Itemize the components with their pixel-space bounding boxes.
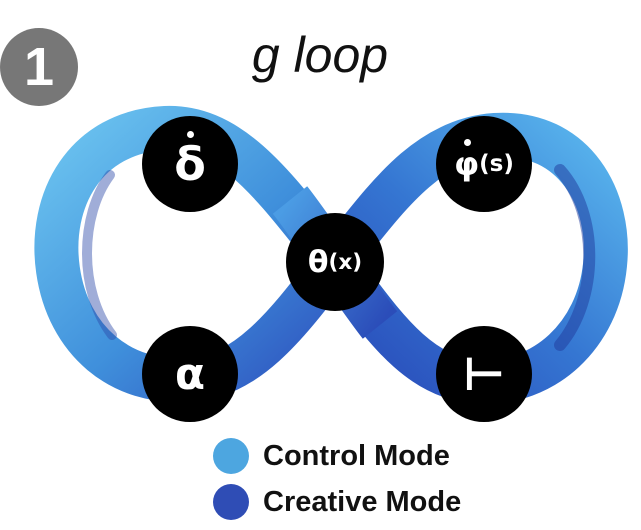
- diagram-title: g loop: [251, 27, 389, 83]
- alpha-symbol: α: [174, 348, 206, 400]
- legend-item-creative: Creative Mode: [213, 484, 461, 520]
- phi-subscript: (s): [479, 151, 514, 177]
- step-number: 1: [23, 37, 55, 97]
- theta-subscript: (x): [328, 249, 363, 275]
- tack-symbol: ⊢: [462, 347, 506, 401]
- node-phi: φ(s): [436, 116, 532, 212]
- legend-label-control: Control Mode: [263, 439, 450, 472]
- node-delta: δ: [142, 116, 238, 212]
- node-theta: θ(x): [286, 213, 384, 311]
- step-number-badge: 1: [0, 28, 78, 106]
- node-alpha: α: [142, 326, 238, 422]
- node-tack: ⊢: [436, 326, 532, 422]
- loop-left-highlight: [82, 170, 117, 340]
- legend-item-control: Control Mode: [213, 438, 450, 474]
- legend-label-creative: Creative Mode: [263, 485, 462, 518]
- delta-symbol: δ: [174, 131, 206, 191]
- theta-symbol: θ: [307, 244, 329, 280]
- loop-right-highlight: [554, 164, 596, 351]
- legend-swatch-creative: [213, 484, 249, 520]
- phi-symbol: φ: [454, 139, 480, 183]
- legend-swatch-control: [213, 438, 249, 474]
